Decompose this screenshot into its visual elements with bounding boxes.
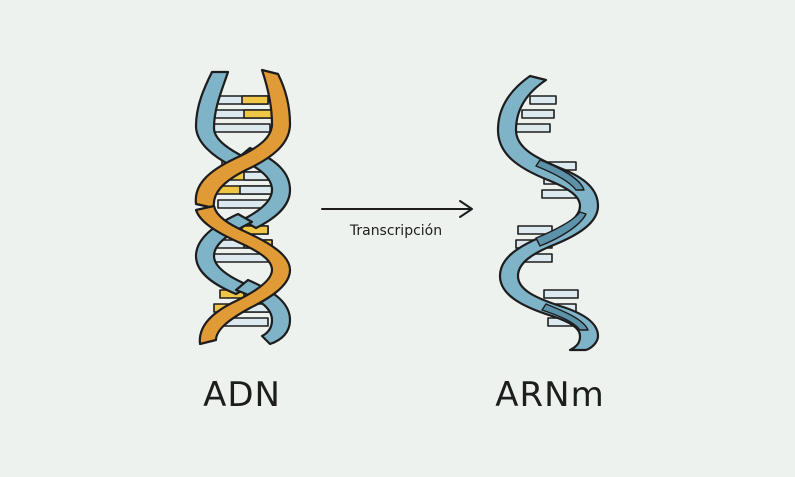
transcription-arrow (321, 200, 473, 218)
mrna-backbone (496, 74, 600, 352)
mrna-single-strand (496, 74, 600, 352)
dna-label: ADN (203, 375, 281, 415)
dna-double-helix (194, 68, 292, 346)
dna-orange-strand (194, 68, 292, 346)
mrna-inner-shadow (535, 159, 589, 331)
transcription-label: Transcripción (349, 223, 442, 239)
mrna-label: ARNm (495, 375, 604, 415)
